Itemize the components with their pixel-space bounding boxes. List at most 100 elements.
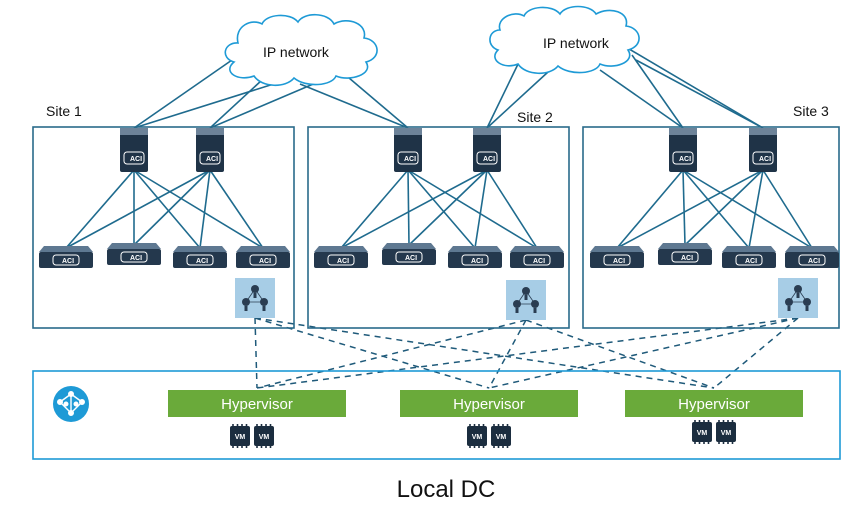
spine-label: ACI — [130, 156, 142, 163]
apic-cluster-icon — [235, 278, 275, 318]
apic-link — [713, 317, 799, 389]
spine-switch-icon: ACI — [669, 128, 697, 172]
fabric-link — [616, 169, 764, 249]
spine-switch-icon: ACI — [196, 128, 224, 172]
fabric-link — [65, 169, 211, 249]
leaf-switch-icon: ACI — [382, 243, 436, 265]
leaf-label: ACI — [337, 258, 349, 265]
fabric-link — [408, 169, 488, 246]
local-dc-box — [32, 370, 841, 460]
fabric-link — [684, 169, 764, 246]
uplink-line — [133, 59, 233, 129]
uplink-line — [631, 54, 684, 129]
uplink-line — [133, 81, 281, 129]
uplink-line — [486, 71, 549, 129]
leaf-switch-icon: ACI — [236, 246, 290, 268]
apic-link — [488, 319, 527, 389]
site-2-box — [307, 126, 570, 329]
uplink-line — [341, 71, 409, 129]
leaf-label: ACI — [130, 255, 142, 262]
hypervisor-label: Hypervisor — [678, 396, 750, 413]
leaf-switch-icon: ACI — [658, 243, 712, 265]
ip-network-cloud-2: IP network — [489, 5, 640, 75]
leaf-label: ACI — [62, 258, 74, 265]
spine-label: ACI — [483, 156, 495, 163]
leaf-label: ACI — [613, 258, 625, 265]
leaf-switch-icon: ACI — [510, 246, 564, 268]
uplink-line — [209, 81, 319, 129]
vm-label: VM — [496, 434, 507, 441]
spine-switch-icon: ACI — [749, 128, 777, 172]
spine-switch-icon: ACI — [120, 128, 148, 172]
site-2-label: Site 2 — [517, 109, 553, 125]
apic-link — [488, 317, 799, 389]
spine-label: ACI — [206, 156, 218, 163]
leaf-switch-icon: ACI — [107, 243, 161, 265]
spine-label: ACI — [759, 156, 771, 163]
apic-cluster-icon — [778, 278, 818, 318]
uplink-line — [635, 59, 764, 129]
nexus-dashboard-icon — [53, 386, 89, 422]
apic-link — [254, 317, 258, 389]
local-dc-label: Local DC — [397, 476, 496, 503]
uplink-line — [486, 59, 521, 129]
apic-connections — [254, 317, 799, 389]
vm-icon: VM — [467, 424, 487, 448]
leaf-switch-icon: ACI — [39, 246, 93, 268]
leaf-label: ACI — [533, 258, 545, 265]
leaf-switch-icon: ACI — [448, 246, 502, 268]
apic-link — [256, 319, 527, 389]
vm-label: VM — [259, 434, 270, 441]
uplink-line — [623, 45, 764, 129]
site-1-label: Site 1 — [46, 103, 82, 119]
leaf-label: ACI — [745, 258, 757, 265]
hypervisor-1: Hypervisor — [168, 390, 346, 417]
spine-switch-icon: ACI — [394, 128, 422, 172]
fabric-link — [133, 169, 201, 249]
cloud-label: IP network — [263, 44, 330, 60]
devices-layer: ACI ACI ACI ACI ACI ACI ACI ACI ACI ACI ACI ACI ACI A… — [39, 128, 839, 448]
uplink-line — [209, 79, 263, 129]
vm-label: VM — [721, 430, 732, 437]
site-3-box — [582, 126, 840, 329]
vm-label: VM — [235, 434, 246, 441]
fabric-link — [486, 169, 538, 249]
uplink-line — [299, 83, 409, 129]
vm-icon: VM — [716, 420, 736, 444]
fabric-link — [474, 169, 488, 249]
leaf-label: ACI — [808, 258, 820, 265]
vm-label: VM — [472, 434, 483, 441]
vm-icon: VM — [254, 424, 274, 448]
leaf-label: ACI — [196, 258, 208, 265]
fabric-link — [762, 169, 813, 249]
fabric-link — [340, 169, 409, 249]
fabric-link — [199, 169, 211, 249]
hypervisor-label: Hypervisor — [453, 396, 525, 413]
fabric-link — [407, 169, 410, 246]
apic-link — [254, 317, 715, 389]
fabric-link — [407, 169, 538, 249]
fabric-link — [682, 169, 686, 246]
hypervisor-3: Hypervisor — [625, 390, 803, 417]
leaf-switch-icon: ACI — [314, 246, 368, 268]
fabric-link — [65, 169, 135, 249]
ip-network-cloud-1: IP network — [224, 13, 378, 87]
spine-switch-icon: ACI — [473, 128, 501, 172]
fabric-link — [133, 169, 264, 249]
links-layer — [65, 45, 813, 249]
leaf-switch-icon: ACI — [785, 246, 839, 268]
leaf-switch-icon: ACI — [590, 246, 644, 268]
fabric-link — [209, 169, 264, 249]
uplink-line — [599, 69, 684, 129]
hypervisor-label: Hypervisor — [221, 396, 293, 413]
vm-icon: VM — [491, 424, 511, 448]
fabric-link — [748, 169, 764, 249]
fabric-link — [407, 169, 476, 249]
site-3-label: Site 3 — [793, 103, 829, 119]
fabric-link — [340, 169, 488, 249]
fabric-link — [616, 169, 684, 249]
leaf-label: ACI — [681, 255, 693, 262]
fabric-link — [682, 169, 813, 249]
fabric-link — [682, 169, 750, 249]
